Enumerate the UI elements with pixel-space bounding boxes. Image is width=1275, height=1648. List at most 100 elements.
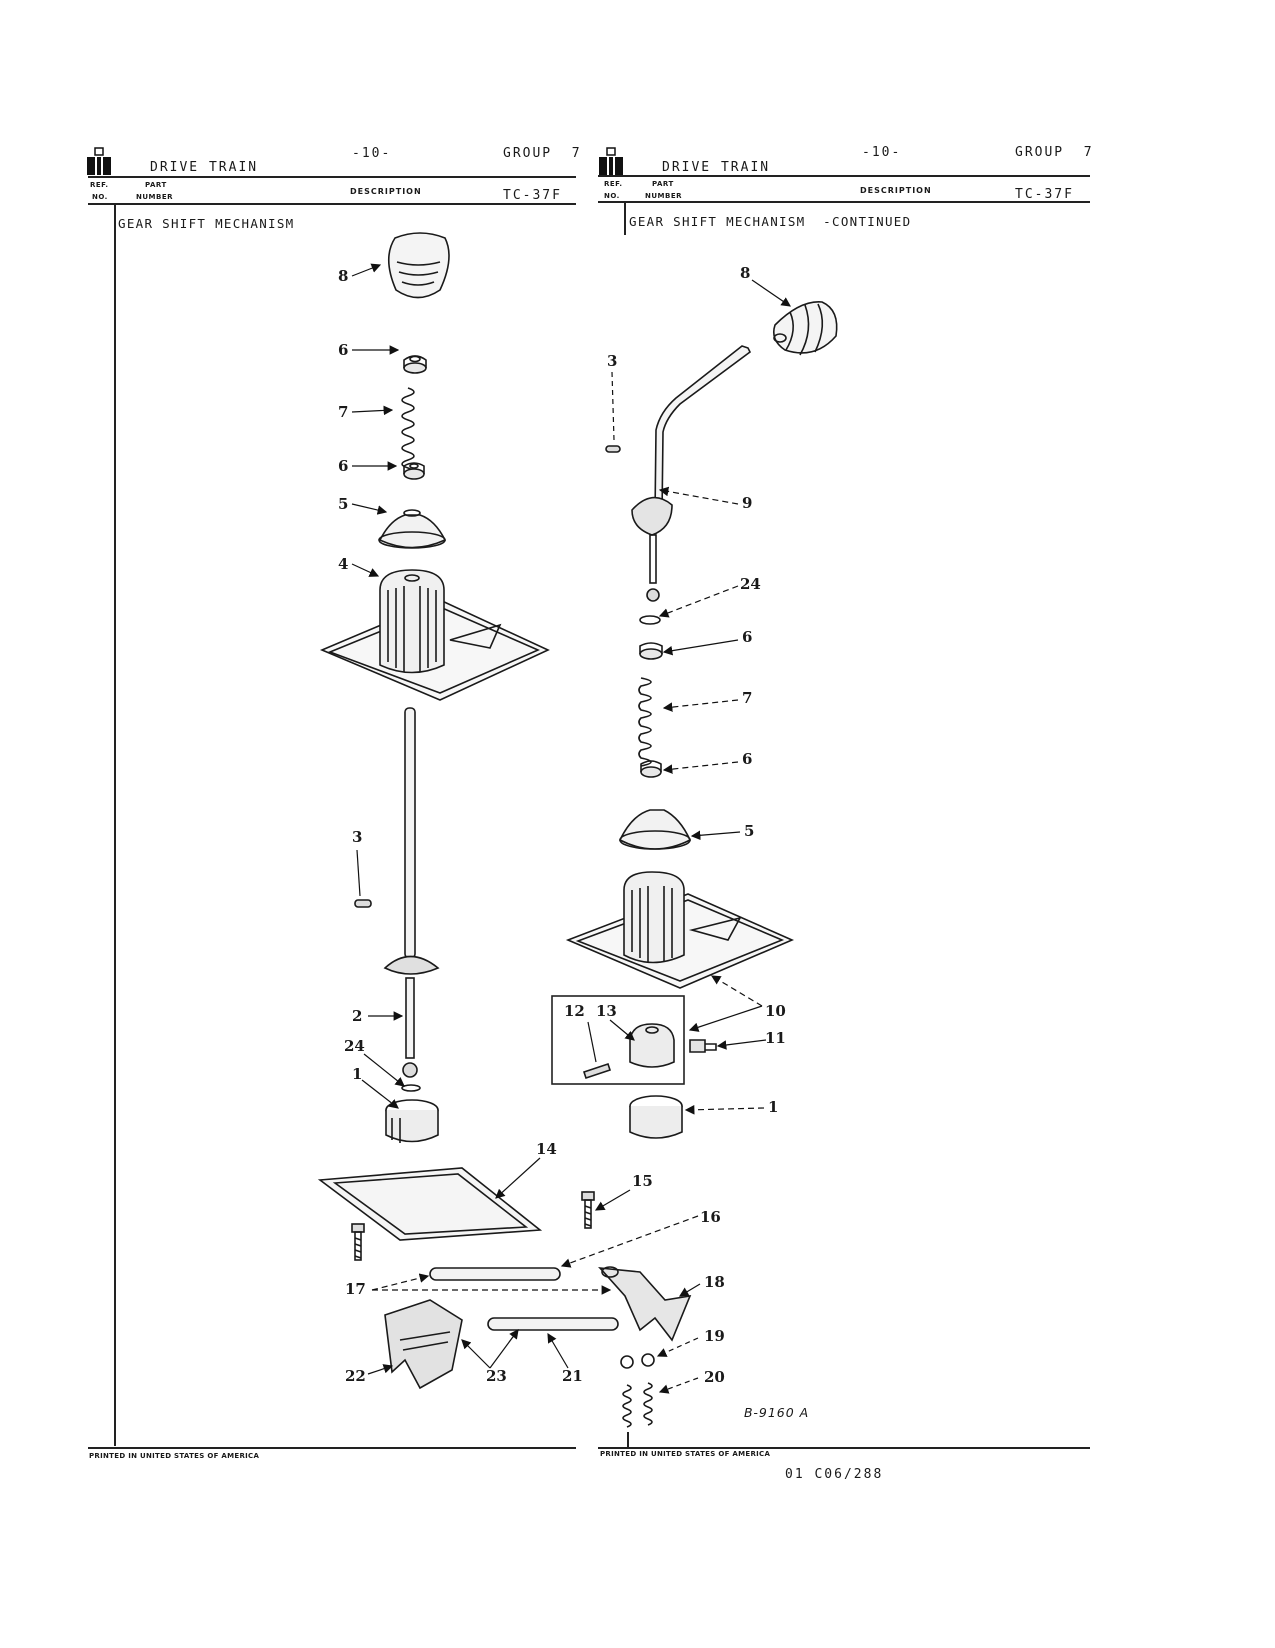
callout-4: 4 bbox=[338, 555, 349, 573]
page-number-right: -10- bbox=[862, 145, 902, 160]
callout-19: 19 bbox=[704, 1327, 725, 1345]
callout-20: 20 bbox=[704, 1368, 725, 1386]
part-col-header-right-2: NUMBER bbox=[645, 192, 683, 200]
right-pin-drawing bbox=[605, 445, 621, 453]
retainer-bottom-drawing bbox=[403, 462, 425, 480]
ref-col-header: REF. bbox=[90, 181, 109, 189]
ball-drawing bbox=[620, 1355, 634, 1369]
inset-box bbox=[551, 995, 685, 1085]
callout-15: 15 bbox=[632, 1172, 653, 1190]
callout-1: 1 bbox=[352, 1065, 363, 1083]
footer-tick bbox=[627, 1432, 629, 1448]
page-number: -10- bbox=[352, 146, 392, 161]
ref-col-header-right-2: NO. bbox=[604, 192, 620, 200]
ref-column-divider-right bbox=[624, 201, 626, 235]
gasket-drawing bbox=[317, 1167, 543, 1241]
knob-drawing bbox=[387, 232, 450, 299]
part-col-header-right: PART bbox=[652, 180, 674, 188]
callout-right-13: 13 bbox=[596, 1002, 617, 1020]
callout-right-7: 7 bbox=[742, 689, 753, 707]
right-o-ring-drawing bbox=[639, 615, 661, 625]
spring-drawing bbox=[401, 387, 415, 477]
shift-fork-18-drawing bbox=[598, 1266, 692, 1342]
callout-22: 22 bbox=[345, 1367, 366, 1385]
right-knob-drawing bbox=[772, 301, 838, 356]
retainer-top-drawing bbox=[403, 355, 427, 374]
callout-6: 6 bbox=[338, 341, 349, 359]
part-col-header-2: NUMBER bbox=[136, 193, 174, 201]
callout-21: 21 bbox=[562, 1367, 583, 1385]
shift-lever-drawing bbox=[383, 707, 440, 1078]
callout-right-11: 11 bbox=[765, 1029, 786, 1047]
model-code-right: TC-37F bbox=[1015, 187, 1074, 202]
right-retainer-top-drawing bbox=[639, 642, 663, 660]
inset-block-drawing bbox=[629, 1023, 675, 1068]
screw-11-drawing bbox=[689, 1039, 717, 1053]
right-retainer-bottom-drawing bbox=[640, 760, 662, 778]
right-cap-drawing bbox=[618, 809, 692, 850]
callout-17: 17 bbox=[345, 1280, 366, 1298]
ih-logo-right bbox=[598, 147, 624, 177]
callout-right-10: 10 bbox=[765, 1002, 786, 1020]
bolt-drawing bbox=[351, 1223, 365, 1261]
section-title-right: GEAR SHIFT MECHANISM -CONTINUED bbox=[629, 214, 912, 229]
page-title-right: DRIVE TRAIN bbox=[662, 160, 771, 175]
callout-5: 5 bbox=[338, 495, 349, 513]
ref-col-header-2: NO. bbox=[92, 193, 108, 201]
callout-right-6-lower: 6 bbox=[742, 750, 753, 768]
ref-col-header-right: REF. bbox=[604, 180, 623, 188]
callout-23: 23 bbox=[486, 1367, 507, 1385]
header-rule-2 bbox=[88, 203, 576, 205]
header-rule bbox=[88, 176, 576, 178]
callout-right-6: 6 bbox=[742, 628, 753, 646]
header-rule-right-2 bbox=[598, 201, 1090, 203]
description-col-header: DESCRIPTION bbox=[350, 187, 422, 196]
section-title: GEAR SHIFT MECHANISM bbox=[118, 216, 295, 231]
right-collar-drawing bbox=[629, 1095, 683, 1139]
header-rule-right bbox=[598, 175, 1090, 177]
figure-id: B-9160 A bbox=[744, 1405, 810, 1420]
document-number: 01 C06/288 bbox=[785, 1467, 884, 1482]
bolt-15-drawing bbox=[581, 1191, 595, 1229]
footer-imprint-right: PRINTED IN UNITED STATES OF AMERICA bbox=[600, 1450, 771, 1458]
callout-right-3: 3 bbox=[607, 352, 618, 370]
part-col-header: PART bbox=[145, 181, 167, 189]
callout-right-9: 9 bbox=[742, 494, 753, 512]
callout-3: 3 bbox=[352, 828, 363, 846]
ih-logo bbox=[86, 147, 112, 177]
o-ring-drawing bbox=[401, 1084, 421, 1092]
callout-right-12: 12 bbox=[564, 1002, 585, 1020]
footer-imprint: PRINTED IN UNITED STATES OF AMERICA bbox=[89, 1452, 260, 1460]
callout-right-8: 8 bbox=[740, 264, 751, 282]
callout-right-5: 5 bbox=[744, 822, 755, 840]
right-housing-drawing bbox=[565, 871, 795, 989]
cap-drawing bbox=[378, 509, 447, 549]
page-title: DRIVE TRAIN bbox=[150, 160, 259, 175]
callout-right-24: 24 bbox=[740, 575, 761, 593]
housing-drawing bbox=[319, 569, 550, 701]
footer-rule-right bbox=[598, 1447, 1090, 1449]
group-label: GROUP 7 bbox=[503, 146, 582, 161]
pin-drawing bbox=[354, 899, 372, 908]
callout-18: 18 bbox=[704, 1273, 725, 1291]
callout-8: 8 bbox=[338, 267, 349, 285]
callout-24: 24 bbox=[344, 1037, 365, 1055]
shift-fork-22-drawing bbox=[384, 1299, 463, 1390]
model-code: TC-37F bbox=[503, 188, 562, 203]
right-lever-drawing bbox=[631, 345, 752, 602]
shift-rail-drawing bbox=[429, 1267, 619, 1331]
footer-rule bbox=[88, 1447, 576, 1449]
inset-pin-drawing bbox=[582, 1062, 612, 1080]
right-spring-drawing bbox=[638, 677, 652, 767]
callout-2: 2 bbox=[352, 1007, 363, 1025]
callout-16: 16 bbox=[700, 1208, 721, 1226]
callout-6-lower: 6 bbox=[338, 457, 349, 475]
group-label-right: GROUP 7 bbox=[1015, 145, 1094, 160]
collar-drawing bbox=[385, 1099, 439, 1143]
callout-14: 14 bbox=[536, 1140, 557, 1158]
leader-lines bbox=[351, 263, 791, 1394]
detent-springs-drawing bbox=[622, 1382, 653, 1428]
callout-right-1: 1 bbox=[768, 1098, 779, 1116]
